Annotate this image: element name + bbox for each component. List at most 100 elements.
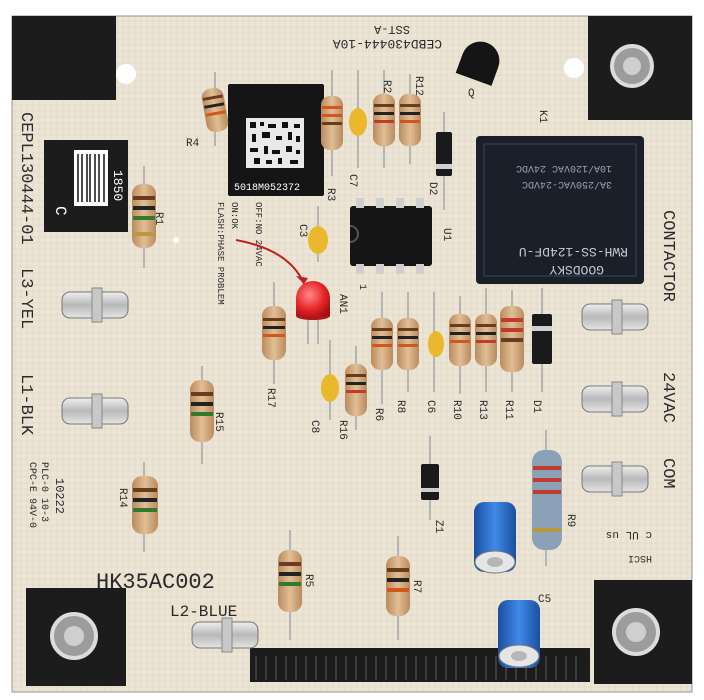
corner-pad-top-right <box>564 16 692 120</box>
resistor-r10 <box>449 296 471 394</box>
resistor-r12 <box>399 74 421 164</box>
electrolytic-capacitor-c5 <box>498 600 540 668</box>
resistor-r8 <box>397 292 419 392</box>
label-c8: C8 <box>308 420 320 433</box>
capacitor-c8 <box>321 340 339 420</box>
rating-line2: PLC-0 10-3 <box>38 462 49 522</box>
terminal-l1[interactable] <box>61 393 129 429</box>
label-r10: R10 <box>450 400 462 420</box>
rating-line1: CPC-E 94V-0 <box>26 462 37 528</box>
label-c5: C5 <box>538 594 551 606</box>
terminal-label-l1: L1-BLK <box>16 374 35 436</box>
resistor-r14 <box>132 462 158 552</box>
resistor-r16 <box>345 346 367 430</box>
label-q: Q <box>468 88 475 100</box>
resistor-r7 <box>386 536 410 640</box>
terminal-label-contactor: CONTACTOR <box>658 210 677 302</box>
corner-pad-bottom-right <box>594 580 692 684</box>
relay-k1: GOODSKY RWH-SS-124DF-U 10A/120VAC 24VDC … <box>476 136 644 284</box>
led-arrow-head <box>296 276 308 284</box>
controller-chip: 5018M052372 <box>228 84 324 196</box>
ic-u1 <box>349 198 432 274</box>
zener-z1 <box>421 436 439 520</box>
resistor-r6 <box>371 292 393 404</box>
label-r4: R4 <box>186 138 200 150</box>
label-d1: D1 <box>530 400 542 414</box>
label-k1: K1 <box>536 110 548 124</box>
svg-text:HSCI: HSCI <box>628 552 652 563</box>
label-r3: R3 <box>324 188 336 201</box>
resistor-r2 <box>373 70 395 168</box>
corner-pad-bottom-left <box>26 588 126 686</box>
ul-cert-mark: c UL us HSCI <box>606 528 652 563</box>
fiducial-mark <box>173 237 179 243</box>
label-c: C <box>51 206 69 216</box>
barcode-icon <box>77 154 105 202</box>
chip-code: CEBD430444-10A <box>333 36 442 51</box>
resistor-r5 <box>278 530 302 640</box>
label-r2: R2 <box>380 80 392 93</box>
electrolytic-capacitor-1 <box>474 502 516 574</box>
resistor-r3 <box>321 70 343 176</box>
terminal-contactor[interactable] <box>581 299 649 335</box>
capacitor-c3 <box>308 206 328 262</box>
relay-rating-2: 3A/250VAC-24VDC <box>522 178 612 190</box>
relay-rating-1: 10A/120VAC 24VDC <box>516 162 612 174</box>
diode-d2 <box>436 112 452 210</box>
svg-text:c UL us: c UL us <box>606 528 652 540</box>
label-u1: U1 <box>440 228 452 242</box>
capacitor-c6 <box>428 292 444 392</box>
label-d2: D2 <box>426 182 438 195</box>
resistor-r11 <box>500 290 524 392</box>
resistor-r13 <box>475 288 497 392</box>
terminal-label-l2: L2-BLUE <box>170 603 237 621</box>
label-c7: C7 <box>346 174 358 187</box>
terminal-label-com: COM <box>658 458 677 489</box>
label-r11: R11 <box>502 400 514 420</box>
resistor-r9 <box>532 430 562 566</box>
relay-model: RWH-SS-124DF-U <box>519 244 628 259</box>
terminal-label-l3: L3-YEL <box>16 268 35 329</box>
rating-line3: 10222 <box>52 478 66 514</box>
label-ic-pin1: 1 <box>356 284 367 290</box>
chip-sub: SST-A <box>373 22 410 36</box>
relay-brand: GOODSKY <box>549 262 604 277</box>
label-r12: R12 <box>412 76 424 96</box>
terminal-label-24vac: 24VAC <box>658 372 677 423</box>
label-year: 1850 <box>110 170 125 201</box>
corner-pad-top-left <box>12 16 136 100</box>
led-legend-2: ON:OK <box>229 202 239 230</box>
label-c6: C6 <box>424 400 436 413</box>
diode-d1 <box>532 288 552 392</box>
status-led <box>296 281 330 344</box>
resistor-r4 <box>201 72 229 146</box>
chip-date-code: 5018M052372 <box>234 183 300 194</box>
terminal-l3[interactable] <box>61 287 129 323</box>
label-z1: Z1 <box>432 520 444 534</box>
part-number: CEPL130444-01 <box>16 112 35 245</box>
resistor-r17 <box>262 282 286 384</box>
label-r14: R14 <box>116 488 128 508</box>
ground-strip-stripes <box>255 656 577 680</box>
model-number: HK35AC002 <box>96 570 215 595</box>
capacitor-c7 <box>349 70 367 168</box>
terminal-24vac[interactable] <box>581 381 649 417</box>
led-legend-1: OFF:NO 24VAC <box>253 202 263 267</box>
barcode-white <box>74 150 108 206</box>
label-r6: R6 <box>372 408 384 421</box>
label-r15: R15 <box>212 412 224 432</box>
label-r13: R13 <box>476 400 488 420</box>
label-r17: R17 <box>264 388 276 408</box>
transistor-q <box>455 41 500 86</box>
label-c3: C3 <box>296 224 308 237</box>
label-r5: R5 <box>302 574 314 587</box>
terminal-l2[interactable] <box>191 617 259 653</box>
resistor-r15 <box>190 366 214 464</box>
led-legend-3: FLASH:PHASE PROBLEM <box>215 202 225 305</box>
label-r7: R7 <box>410 580 422 593</box>
resistor-r1 <box>132 166 156 268</box>
label-r16: R16 <box>336 420 348 440</box>
terminal-com[interactable] <box>581 461 649 497</box>
label-r8: R8 <box>394 400 406 413</box>
